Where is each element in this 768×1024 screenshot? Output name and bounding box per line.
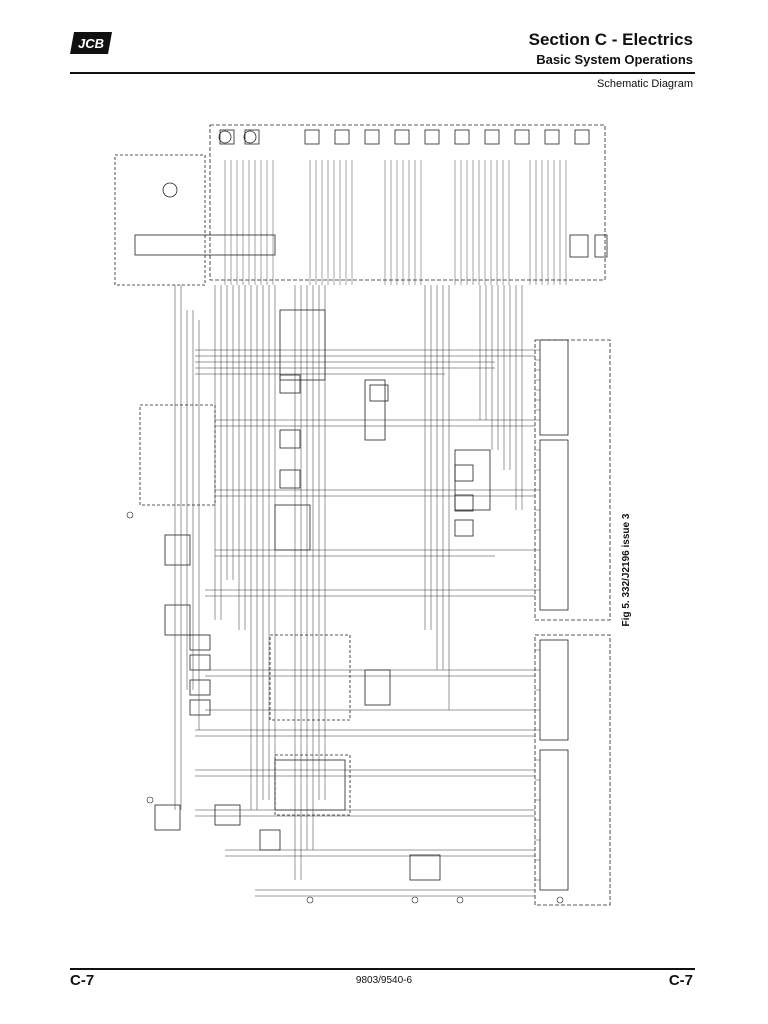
wiring-schematic [114, 124, 611, 906]
section-title: Section C - Electrics [528, 30, 693, 49]
figure-caption: Fig 5. 332/J2196 issue 3 [621, 513, 632, 627]
footer-page-left: C-7 [70, 972, 95, 989]
footer-doc-number: 9803/9540-6 [355, 975, 413, 986]
header-rule [70, 72, 695, 74]
section-subtitle: Basic System Operations [536, 52, 693, 67]
jcb-logo: JCB [70, 32, 112, 54]
footer-rule [70, 968, 695, 970]
footer-page-right: C-7 [668, 972, 693, 989]
page-label: Schematic Diagram [597, 78, 693, 90]
svg-text:JCB: JCB [78, 36, 104, 51]
